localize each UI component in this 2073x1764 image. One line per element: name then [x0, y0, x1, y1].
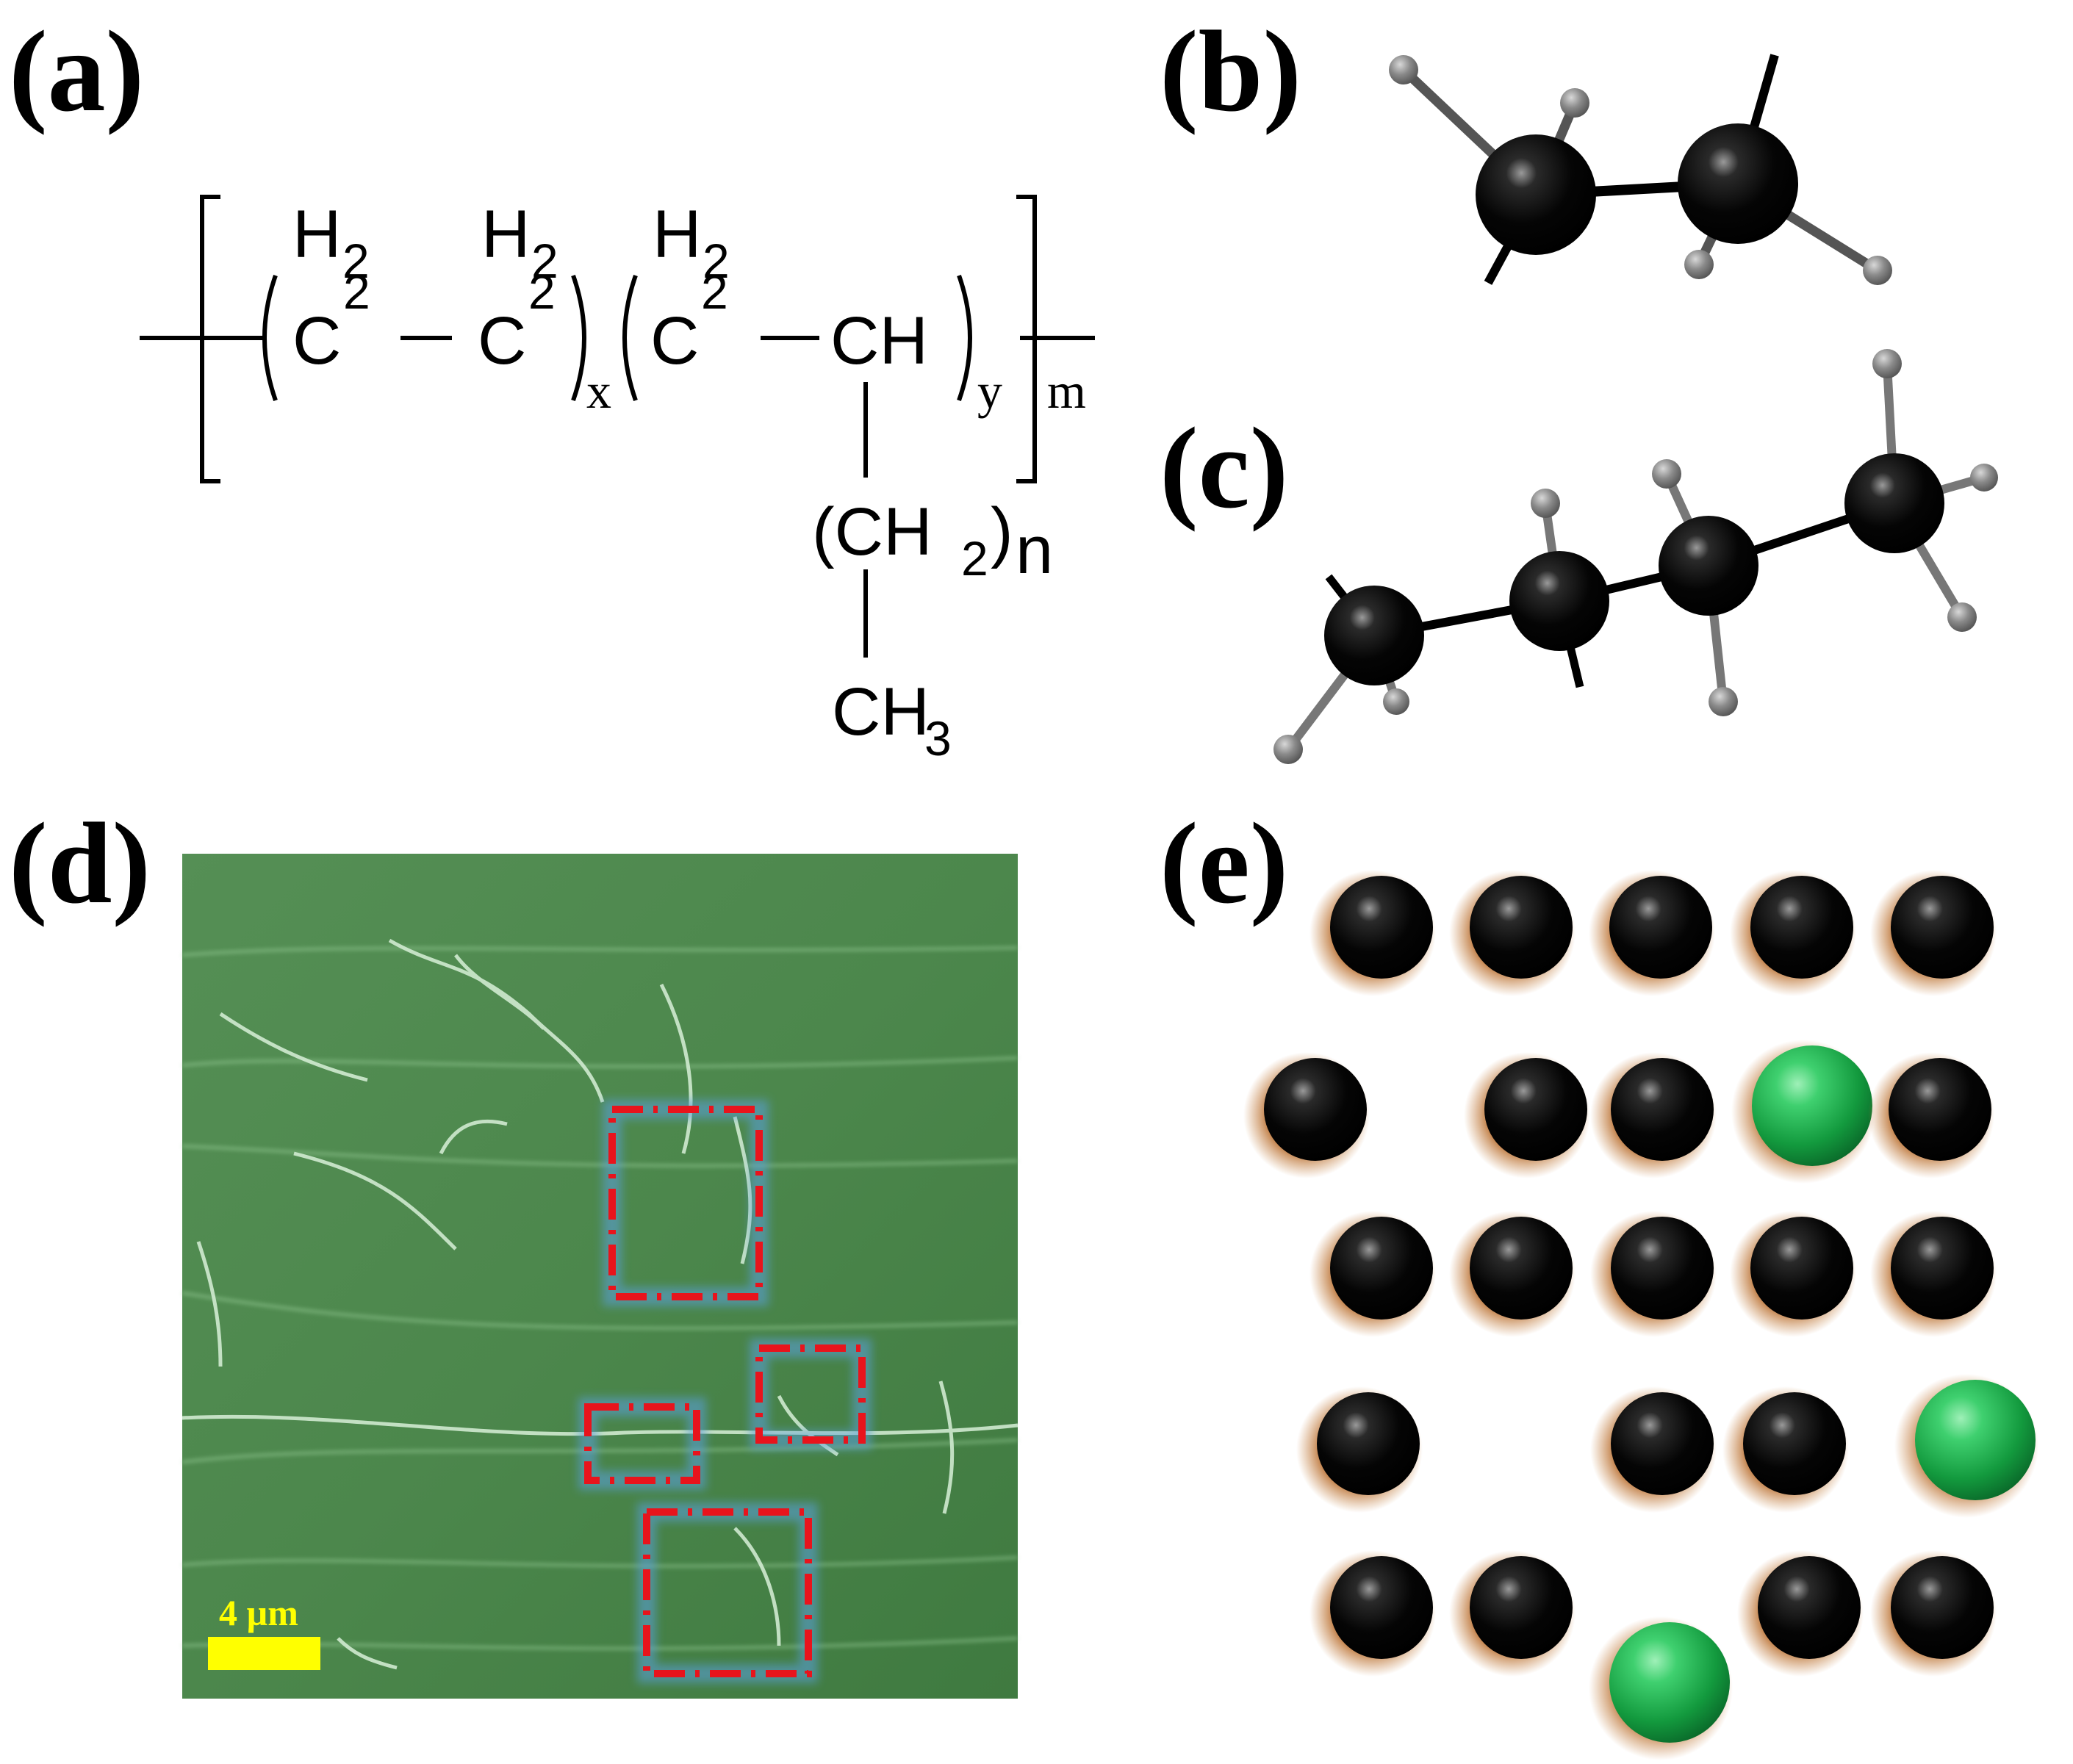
carbon-atom [1891, 1217, 1994, 1320]
defect-marker [643, 1508, 812, 1677]
ch3-label: CH [832, 674, 930, 749]
ch3-sub: 3 [924, 711, 952, 766]
carbon-atom [1264, 1058, 1367, 1161]
structural-formula: H 2 C 2 H 2 C 2 x H 2 C 2 CH y m (CH 2 )… [140, 195, 1095, 766]
carbon-atom [1470, 1556, 1573, 1659]
sem-micrograph: 4 µm [182, 854, 1018, 1699]
carbon-atom [1470, 876, 1573, 979]
carbon-atom [1330, 876, 1433, 979]
carbon-atom [1750, 1217, 1853, 1320]
hydrogen-atom [1947, 602, 1977, 632]
subscript-y: y [977, 363, 1002, 419]
c-label-1: C [292, 303, 341, 378]
panel-label-d: (d) [9, 799, 151, 928]
hydrogen-atom [1389, 55, 1418, 84]
carbon-atom [1844, 453, 1944, 553]
hydrogen-atom [1273, 735, 1303, 764]
panel-label-c: (c) [1160, 404, 1288, 533]
carbon-atom [1659, 516, 1758, 616]
paren-open-1 [262, 275, 278, 401]
carbon-atom [1889, 1058, 1991, 1161]
hydrogen-atom [1872, 349, 1902, 378]
panel-label-a: (a) [9, 7, 144, 136]
carbon-atom [1470, 1217, 1573, 1320]
h-label-2: H [481, 197, 530, 272]
carbon-atom [1476, 134, 1596, 255]
carbon-atom [1330, 1217, 1433, 1320]
panel-label-e: (e) [1160, 799, 1288, 928]
paren-close-2 [957, 275, 972, 401]
subscript-m: m [1047, 363, 1086, 419]
carbon-atom [1317, 1392, 1420, 1495]
hydrogen-atom [1970, 464, 1998, 492]
carbon-atom [1611, 1058, 1714, 1161]
hydrogen-atom [1531, 489, 1560, 518]
hydrogen-atom [1383, 688, 1409, 715]
ch2-sub: 2 [961, 531, 988, 586]
c-sup-1: 2 [343, 264, 370, 319]
carbon-atom [1609, 876, 1712, 979]
paren-open-2 [622, 275, 638, 401]
hydrogen-atom [1863, 256, 1892, 285]
h-label-3: H [653, 197, 701, 272]
c-sup-3: 2 [701, 264, 728, 319]
molecule-b [1389, 54, 1892, 285]
h2-sub-2: 2 [531, 234, 558, 288]
defect-marker [584, 1403, 700, 1484]
paren-close-1 [571, 275, 586, 401]
h-label-1: H [292, 197, 341, 272]
carbon-atom [1758, 1556, 1861, 1659]
h2-sub-3: 2 [703, 234, 730, 288]
hydrogen-atom [1652, 459, 1681, 489]
carbon-atom [1743, 1392, 1846, 1495]
filler-atom [1915, 1380, 2036, 1500]
micrograph-background [182, 854, 1018, 1699]
scale-bar-label: 4 µm [219, 1592, 298, 1633]
carbon-atom [1611, 1217, 1714, 1320]
hydrogen-atom [1684, 250, 1714, 279]
c-label-2: C [478, 303, 526, 378]
scale-bar [208, 1637, 320, 1670]
subscript-n: n [1016, 513, 1053, 588]
ch2-paren-close: ) [991, 494, 1013, 569]
panel-label-b: (b) [1160, 7, 1301, 136]
atom-lattice [1243, 870, 2038, 1760]
filler-atom [1609, 1622, 1730, 1743]
ch2-label: (CH [812, 494, 933, 569]
c-label-3: C [650, 303, 699, 378]
molecule-c [1273, 349, 1998, 764]
hydrogen-atom [1709, 687, 1738, 716]
c-sup-2: 2 [528, 264, 556, 319]
filler-atom [1752, 1045, 1872, 1166]
h2-sub-1: 2 [342, 234, 370, 288]
defect-marker [755, 1344, 866, 1444]
hydrogen-atom [1560, 88, 1589, 118]
carbon-atom [1611, 1392, 1714, 1495]
carbon-atom [1324, 586, 1424, 685]
carbon-atom [1891, 876, 1994, 979]
carbon-atom [1484, 1058, 1587, 1161]
ch-label: CH [830, 303, 928, 378]
defect-marker [608, 1106, 763, 1300]
carbon-atom [1509, 551, 1609, 651]
carbon-atom [1678, 123, 1798, 244]
carbon-atom [1750, 876, 1853, 979]
subscript-x: x [586, 363, 611, 419]
carbon-atom [1330, 1556, 1433, 1659]
carbon-atom [1891, 1556, 1994, 1659]
